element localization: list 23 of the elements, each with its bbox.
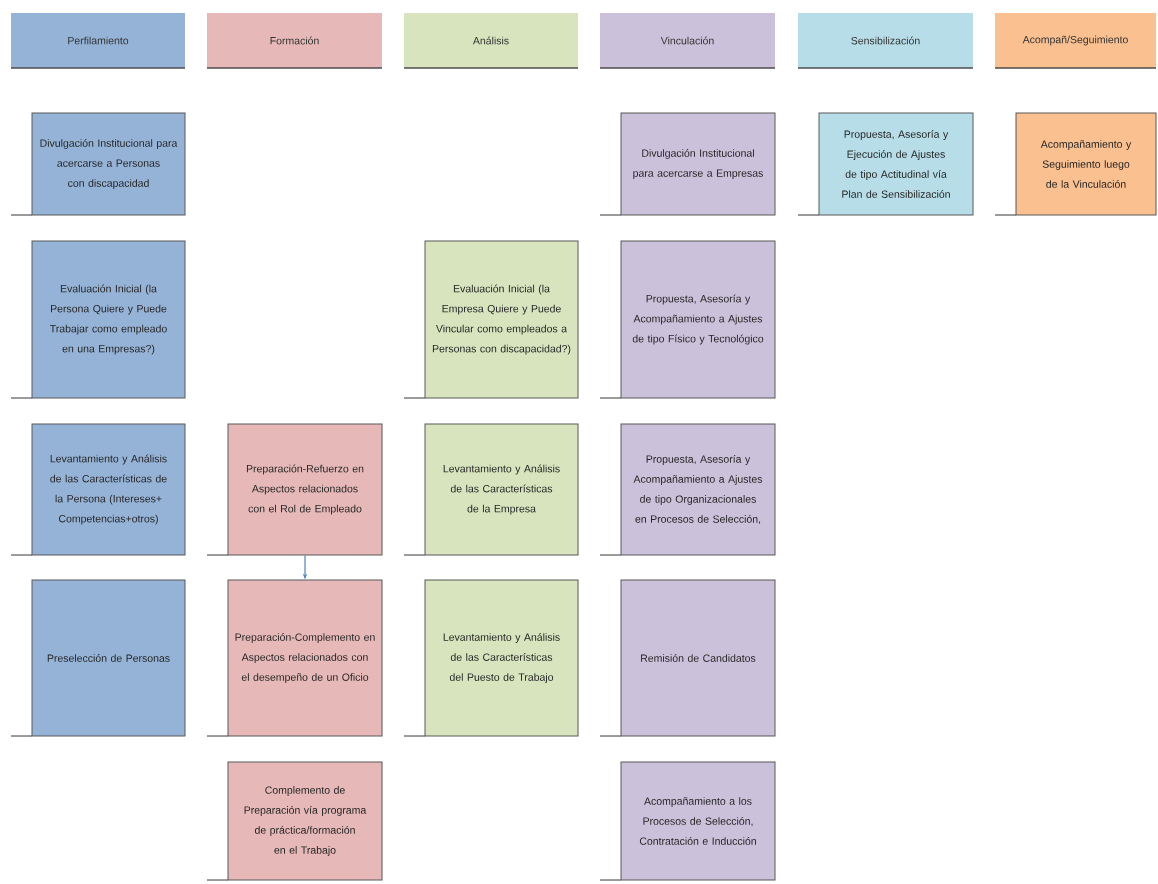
process-box: Propuesta, Asesoría y Acompañamiento a Ajustes de tipo Físico y Tecnológico [599, 240, 776, 399]
process-box: Propuesta, Asesoría y Ejecución de Ajustes de tipo Actitudinal vía Plan de Sensibilización [797, 112, 974, 216]
column-header: Sensibilización [797, 13, 974, 69]
process-box: Evaluación Inicial (la Empresa Quiere y Puede Vincular como empleados a Personas con discapacidad?) [403, 240, 579, 399]
column-header: Perfilamiento [10, 13, 186, 69]
column-header: Acompañ/Seguimiento [994, 13, 1157, 69]
process-box: Levantamiento y Análisis de las Características del Puesto de Trabajo [403, 579, 579, 737]
process-box: Remisión de Candidatos [599, 579, 776, 737]
process-box: Complemento de Preparación vía programa de práctica/formación en el Trabajo [206, 761, 383, 881]
process-box: Divulgación Institucional para acercarse a Personas con discapacidad [10, 112, 186, 216]
column-header: Vinculación [599, 13, 776, 69]
process-box: Levantamiento y Análisis de las Características de la Empresa [403, 423, 579, 556]
process-box: Preselección de Personas [10, 579, 186, 737]
process-box: Acompañamiento y Seguimiento luego de la Vinculación [994, 112, 1157, 216]
column-header: Análisis [403, 13, 579, 69]
process-box: Acompañamiento a los Procesos de Selección, Contratación e Inducción [599, 761, 776, 881]
process-box: Levantamiento y Análisis de las Características de la Persona (Intereses+ Competencias+otros) [10, 423, 186, 556]
process-box: Preparación-Complemento en Aspectos relacionados con el desempeño de un Oficio [206, 579, 383, 737]
process-box: Propuesta, Asesoría y Acompañamiento a Ajustes de tipo Organizacionales en Procesos de Selección, [599, 423, 776, 556]
process-box: Evaluación Inicial (la Persona Quiere y Puede Trabajar como empleado en una Empresas?) [10, 240, 186, 399]
process-box: Preparación-Refuerzo en Aspectos relacionados con el Rol de Empleado [206, 423, 383, 556]
process-box: Divulgación Institucional para acercarse a Empresas [599, 112, 776, 216]
column-header: Formación [206, 13, 383, 69]
